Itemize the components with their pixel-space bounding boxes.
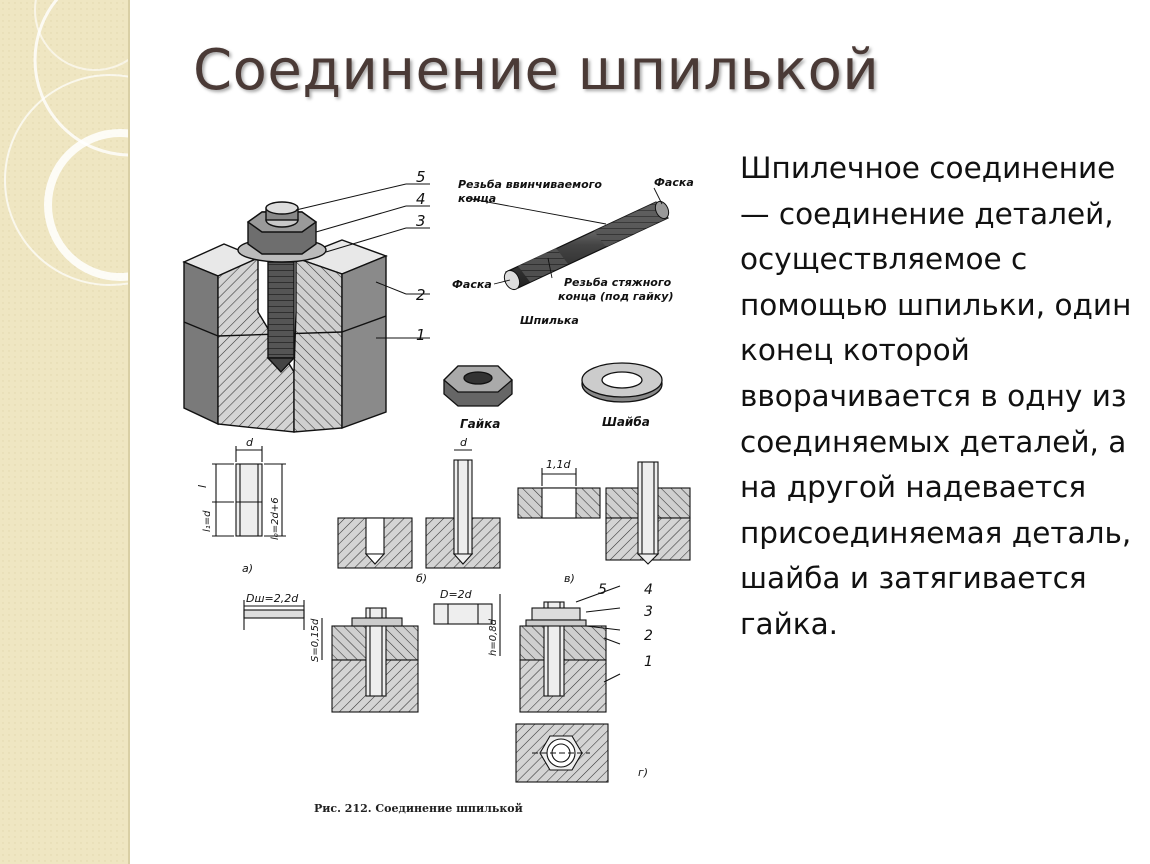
dim-l1: l₁=d: [202, 510, 213, 532]
dim-d2: D=2d: [440, 588, 473, 601]
view-v: [517, 461, 691, 565]
view-top-g: [515, 723, 609, 783]
isometric-assembly: [182, 201, 388, 433]
slide-body-text: Шпилечное соединение — соединение детале…: [740, 151, 1132, 641]
view-section-right: [519, 585, 621, 713]
view-b: [337, 449, 501, 569]
view-label-g: г): [638, 766, 648, 779]
figure-caption: Рис. 212. Соединение шпилькой: [314, 802, 523, 815]
iso-callout-1: 1: [416, 326, 426, 344]
section-callout-5: 5: [598, 582, 607, 598]
section-callout-3: 3: [644, 604, 653, 620]
dim-dw: Dш=2,2d: [246, 592, 299, 605]
stud-label: Шпилька: [520, 314, 579, 327]
washer-label: Шайба: [602, 415, 650, 429]
view-label-b: б): [416, 572, 427, 585]
dim-l0: l₀=2d+6: [270, 497, 281, 540]
washer-drawing: [581, 362, 663, 403]
stud-label-thread-nut-1: Резьба стяжного: [564, 276, 672, 289]
dim-s: S=0,15d: [310, 618, 321, 662]
stud-drawing: [503, 200, 670, 291]
stud-connection-drawing: 5 4 3 2 1 Резьба ввинчиваемого конца Фас…: [182, 168, 694, 815]
view-label-a: а): [242, 562, 253, 575]
section-callout-1: 1: [644, 654, 653, 670]
stud-leaders: [465, 187, 663, 285]
section-callout-2: 2: [644, 628, 653, 644]
dim-1-1d: 1,1d: [546, 458, 571, 471]
iso-callout-4: 4: [416, 190, 426, 208]
dim-d-b: d: [460, 436, 468, 449]
iso-callout-5: 5: [416, 168, 426, 186]
view-nut-dims: [433, 594, 501, 656]
iso-callout-lines: [295, 183, 430, 339]
decorative-sidebar: [0, 0, 130, 864]
iso-callout-3: 3: [416, 212, 426, 230]
stud-label-thread-nut-2: конца (под гайку): [558, 290, 673, 303]
view-section-left: [321, 607, 419, 713]
nut-drawing: [443, 365, 513, 407]
dim-d-a: d: [246, 436, 254, 449]
dim-l: l: [196, 485, 209, 488]
stud-label-thread-screw-2: конца: [458, 192, 496, 205]
iso-callout-2: 2: [416, 286, 426, 304]
view-label-v: в): [564, 572, 575, 585]
stud-label-chamfer-left: Фаска: [452, 278, 492, 291]
stud-label-thread-screw-1: Резьба ввинчиваемого: [458, 178, 602, 191]
nut-label: Гайка: [460, 417, 500, 431]
section-callout-4: 4: [644, 582, 653, 598]
dim-h: h=0,8d: [488, 618, 499, 656]
slide-title: Соединение шпилькой: [193, 38, 880, 103]
view-washer-dims: [243, 600, 305, 630]
stud-connection-figure: 5 4 3 2 1 Резьба ввинчиваемого конца Фас…: [176, 162, 704, 820]
sidebar-ornament-icon: [0, 0, 128, 864]
stud-label-chamfer-top: Фаска: [654, 176, 694, 189]
view-a: [212, 446, 286, 537]
